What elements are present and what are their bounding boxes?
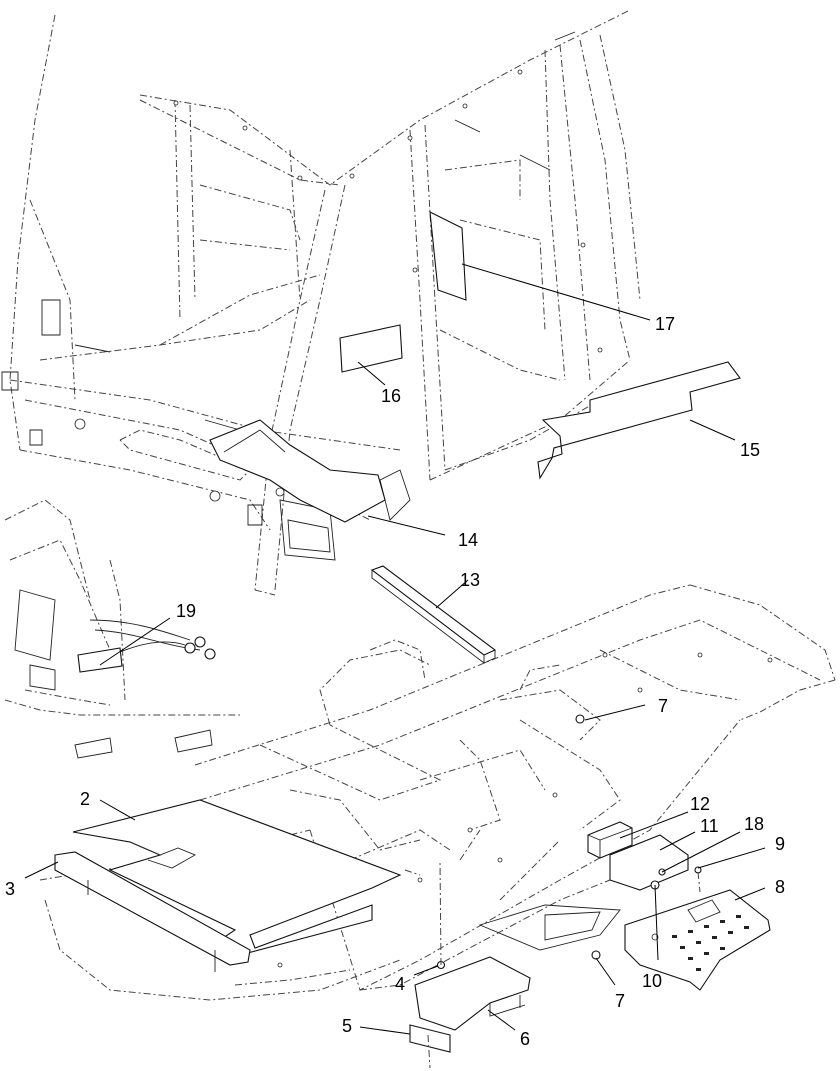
part-7-nut-lower: [591, 950, 601, 960]
part-2-floor-panel: [72, 799, 402, 956]
callout-19: 19: [176, 601, 196, 621]
part-16-decal: [339, 324, 403, 373]
leader-lines: [24, 263, 766, 1035]
part-6-bracket: [414, 956, 531, 1031]
part-12-block: [587, 821, 633, 859]
callout-7-lower: 7: [615, 991, 625, 1011]
callout-6: 6: [520, 1029, 530, 1049]
part-15-floor-mat: [537, 361, 741, 480]
callout-8: 8: [775, 877, 785, 897]
callout-17: 17: [655, 314, 675, 334]
part-11-bracket-plate: [609, 834, 689, 891]
chassis-frame: [39, 584, 836, 1001]
callout-16: 16: [381, 386, 401, 406]
callout-3: 3: [5, 879, 15, 899]
callout-12: 12: [690, 794, 710, 814]
callout-5: 5: [342, 1016, 352, 1036]
callout-18: 18: [744, 814, 764, 834]
part-7-nut-upper: [575, 714, 585, 724]
part-19-cable-clamp: [77, 636, 216, 673]
part-5-plate: [409, 1024, 451, 1053]
callout-4: 4: [395, 974, 405, 994]
callout-14: 14: [458, 530, 478, 550]
part-8-step-plate: [624, 889, 771, 991]
callout-2: 2: [80, 789, 90, 809]
part-17-rear-insulation: [429, 211, 467, 301]
part-3-lower-panel: [54, 851, 251, 966]
callout-10: 10: [642, 971, 662, 991]
callout-11: 11: [700, 816, 719, 836]
callout-13: 13: [460, 570, 480, 590]
callout-7-upper: 7: [658, 696, 668, 716]
side-assembly: [4, 499, 240, 759]
callout-9: 9: [775, 834, 785, 854]
callout-15: 15: [740, 440, 760, 460]
part-14-floor-plate: [209, 419, 386, 523]
